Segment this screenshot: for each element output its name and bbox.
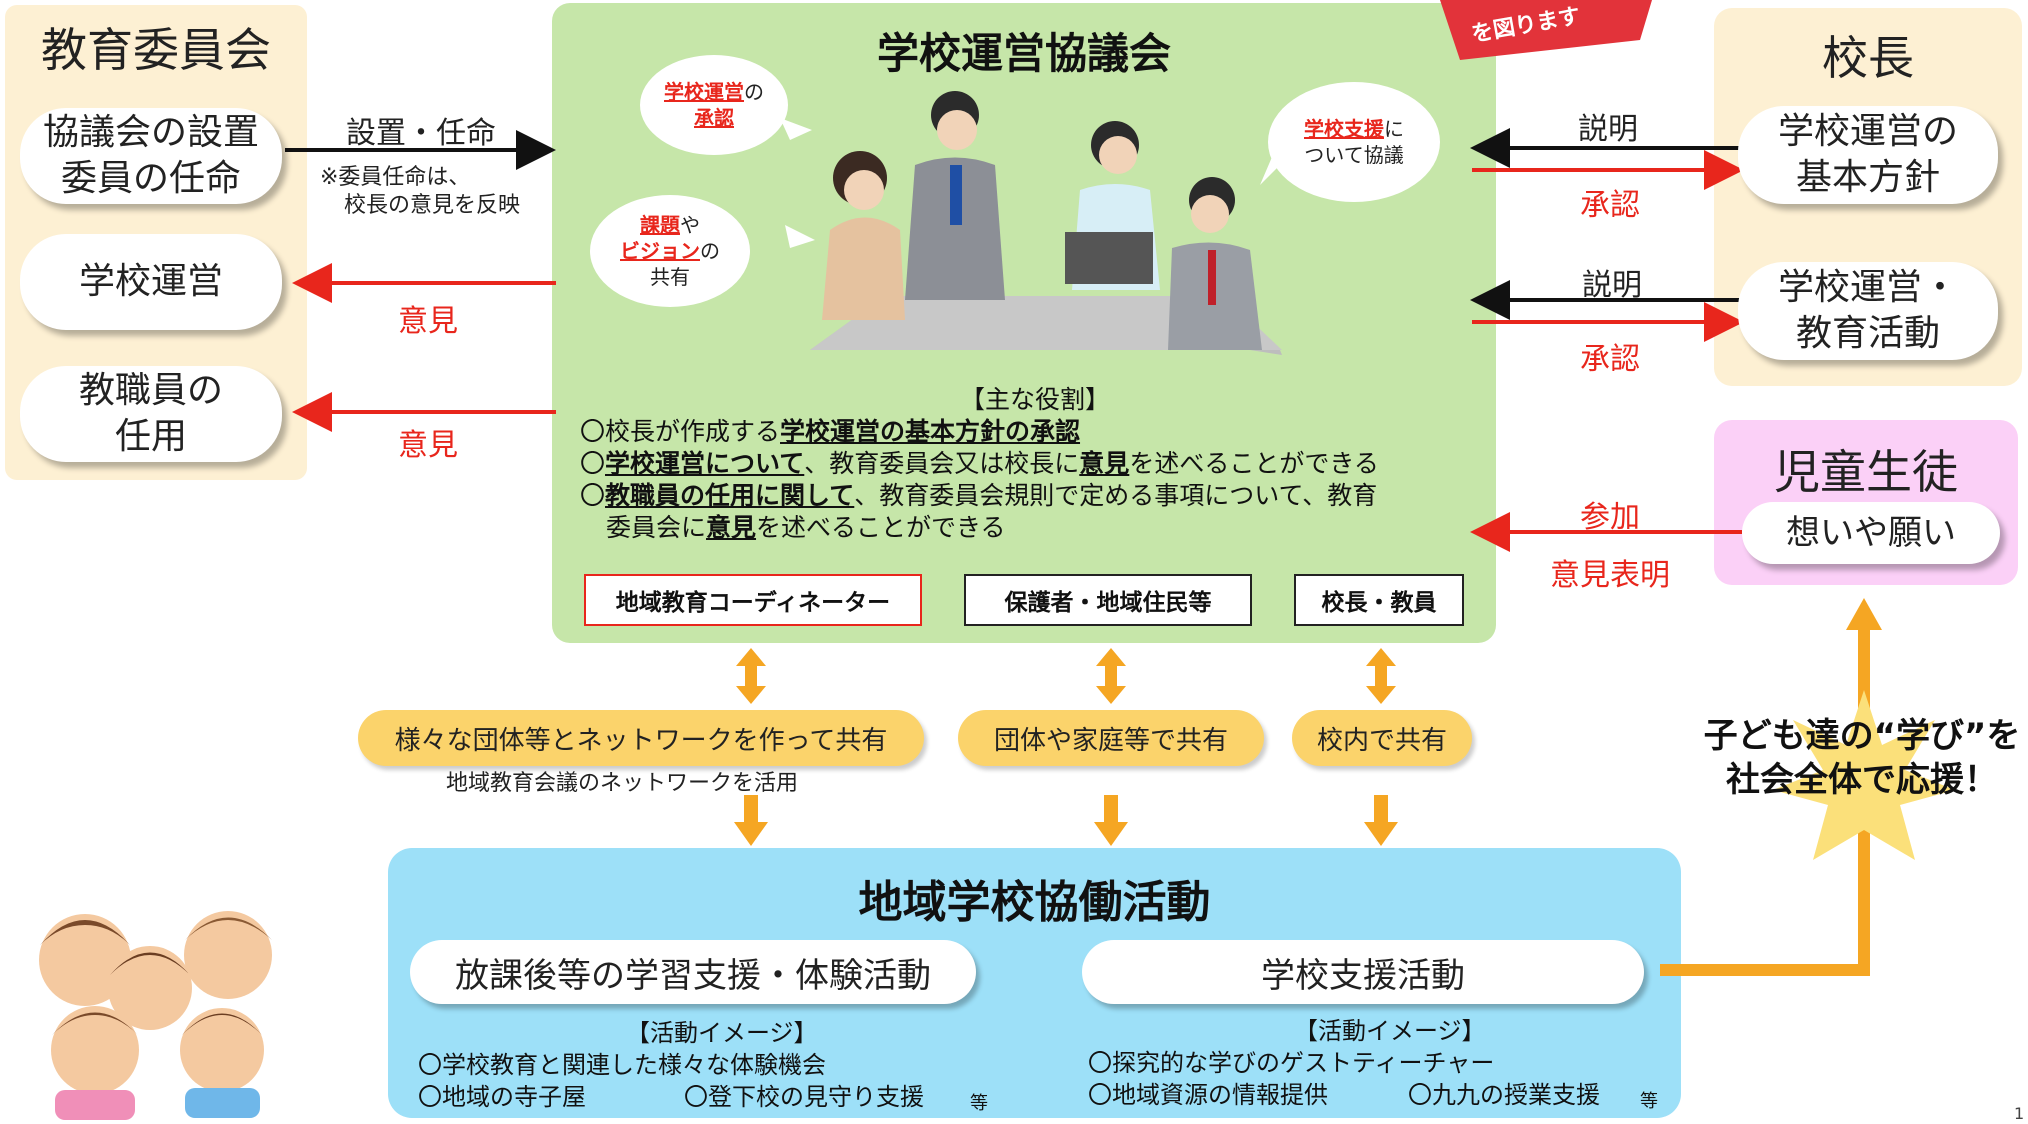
opinion-label-1: 意見 [398, 304, 458, 339]
principal-title: 校長 [1822, 31, 1914, 85]
bubble-support: 学校支援について協議 [1268, 82, 1440, 202]
meeting-illustration [810, 91, 1282, 355]
activity-left-title: 放課後等の学習支援・体験活動 [410, 940, 976, 1004]
board-item-staff-appointment: 教職員の任用 [20, 366, 282, 462]
role-2: 〇学校運営について、教育委員会又は校長に意見を述べることができる [580, 449, 1379, 478]
students-item-wishes: 想いや願い [1742, 502, 2000, 564]
activity-left-etc: 等 [970, 1093, 988, 1114]
approve-label-1: 承認 [1580, 188, 1640, 223]
appoint-label: 設置・任命 [346, 116, 496, 151]
star-burst [1773, 690, 1955, 860]
page-number: 1 [2014, 1104, 2025, 1123]
bubble-vision: 課題やビジョンの共有 [590, 195, 750, 307]
activity-right-heading: 【活動イメージ】 [1294, 1017, 1486, 1045]
board-title: 教育委員会 [41, 23, 271, 77]
role-1: 〇校長が作成する学校運営の基本方針の承認 [580, 417, 1081, 446]
explain-label-1: 説明 [1578, 112, 1638, 147]
board-item-establish: 協議会の設置委員の任命 [20, 108, 282, 204]
share-school: 校内で共有 [1292, 710, 1472, 766]
member-principal-teachers: 校長・教員 [1294, 574, 1464, 626]
role-3: 〇教職員の任用に関して、教育委員会規則で定める事項について、教育 [580, 481, 1378, 510]
banner-shape [1440, 0, 1652, 60]
express-label: 意見表明 [1550, 558, 1670, 593]
activity-left-heading: 【活動イメージ】 [626, 1019, 818, 1047]
students-title: 児童生徒 [1774, 445, 1958, 499]
children-illustration [39, 911, 272, 1120]
board-item-school-operation: 学校運営 [20, 234, 282, 330]
explain-label-2: 説明 [1582, 268, 1642, 303]
double-arrows [736, 648, 1396, 704]
roles-heading: 【主な役割】 [960, 385, 1111, 414]
share-network: 様々な団体等とネットワークを作って共有 [358, 710, 924, 766]
principal-item-policy: 学校運営の基本方針 [1738, 106, 1998, 204]
appoint-note-1: ※委員任命は、 [320, 165, 471, 190]
member-coordinator: 地域教育コーディネーター [584, 574, 922, 626]
participate-label: 参加 [1580, 500, 1640, 535]
appoint-note-2: 校長の意見を反映 [344, 193, 521, 218]
activity-right-line2b: 〇九九の授業支援 [1408, 1081, 1600, 1109]
bubble-approval: 学校運営の承認 [640, 55, 788, 155]
role-3-cont: 委員会に意見を述べることができる [606, 513, 1006, 542]
activity-left-line2a: 〇地域の寺子屋 [418, 1083, 586, 1111]
council-title: 学校運営協議会 [876, 29, 1171, 78]
share-families: 団体や家庭等で共有 [958, 710, 1264, 766]
activity-right-etc: 等 [1640, 1091, 1658, 1112]
opinion-label-2: 意見 [398, 428, 458, 463]
member-guardians: 保護者・地域住民等 [964, 574, 1252, 626]
activity-right-line1: 〇探究的な学びのゲストティーチャー [1088, 1049, 1495, 1077]
sharing-note: 地域教育会議のネットワークを活用 [446, 771, 799, 796]
down-arrows [734, 795, 1398, 846]
activity-title: 地域学校協働活動 [858, 877, 1211, 928]
approve-label-2: 承認 [1580, 342, 1640, 377]
activity-right-title: 学校支援活動 [1082, 940, 1644, 1004]
activity-left-line1: 〇学校教育と関連した様々な体験機会 [418, 1051, 826, 1079]
activity-left-line2b: 〇登下校の見守り支援 [684, 1083, 924, 1111]
slogan: 子ども達の“学び”を社会全体で応援！ [1703, 716, 2021, 800]
principal-item-activities: 学校運営・教育活動 [1738, 262, 1998, 360]
activity-right-line2a: 〇地域資源の情報提供 [1088, 1081, 1328, 1109]
